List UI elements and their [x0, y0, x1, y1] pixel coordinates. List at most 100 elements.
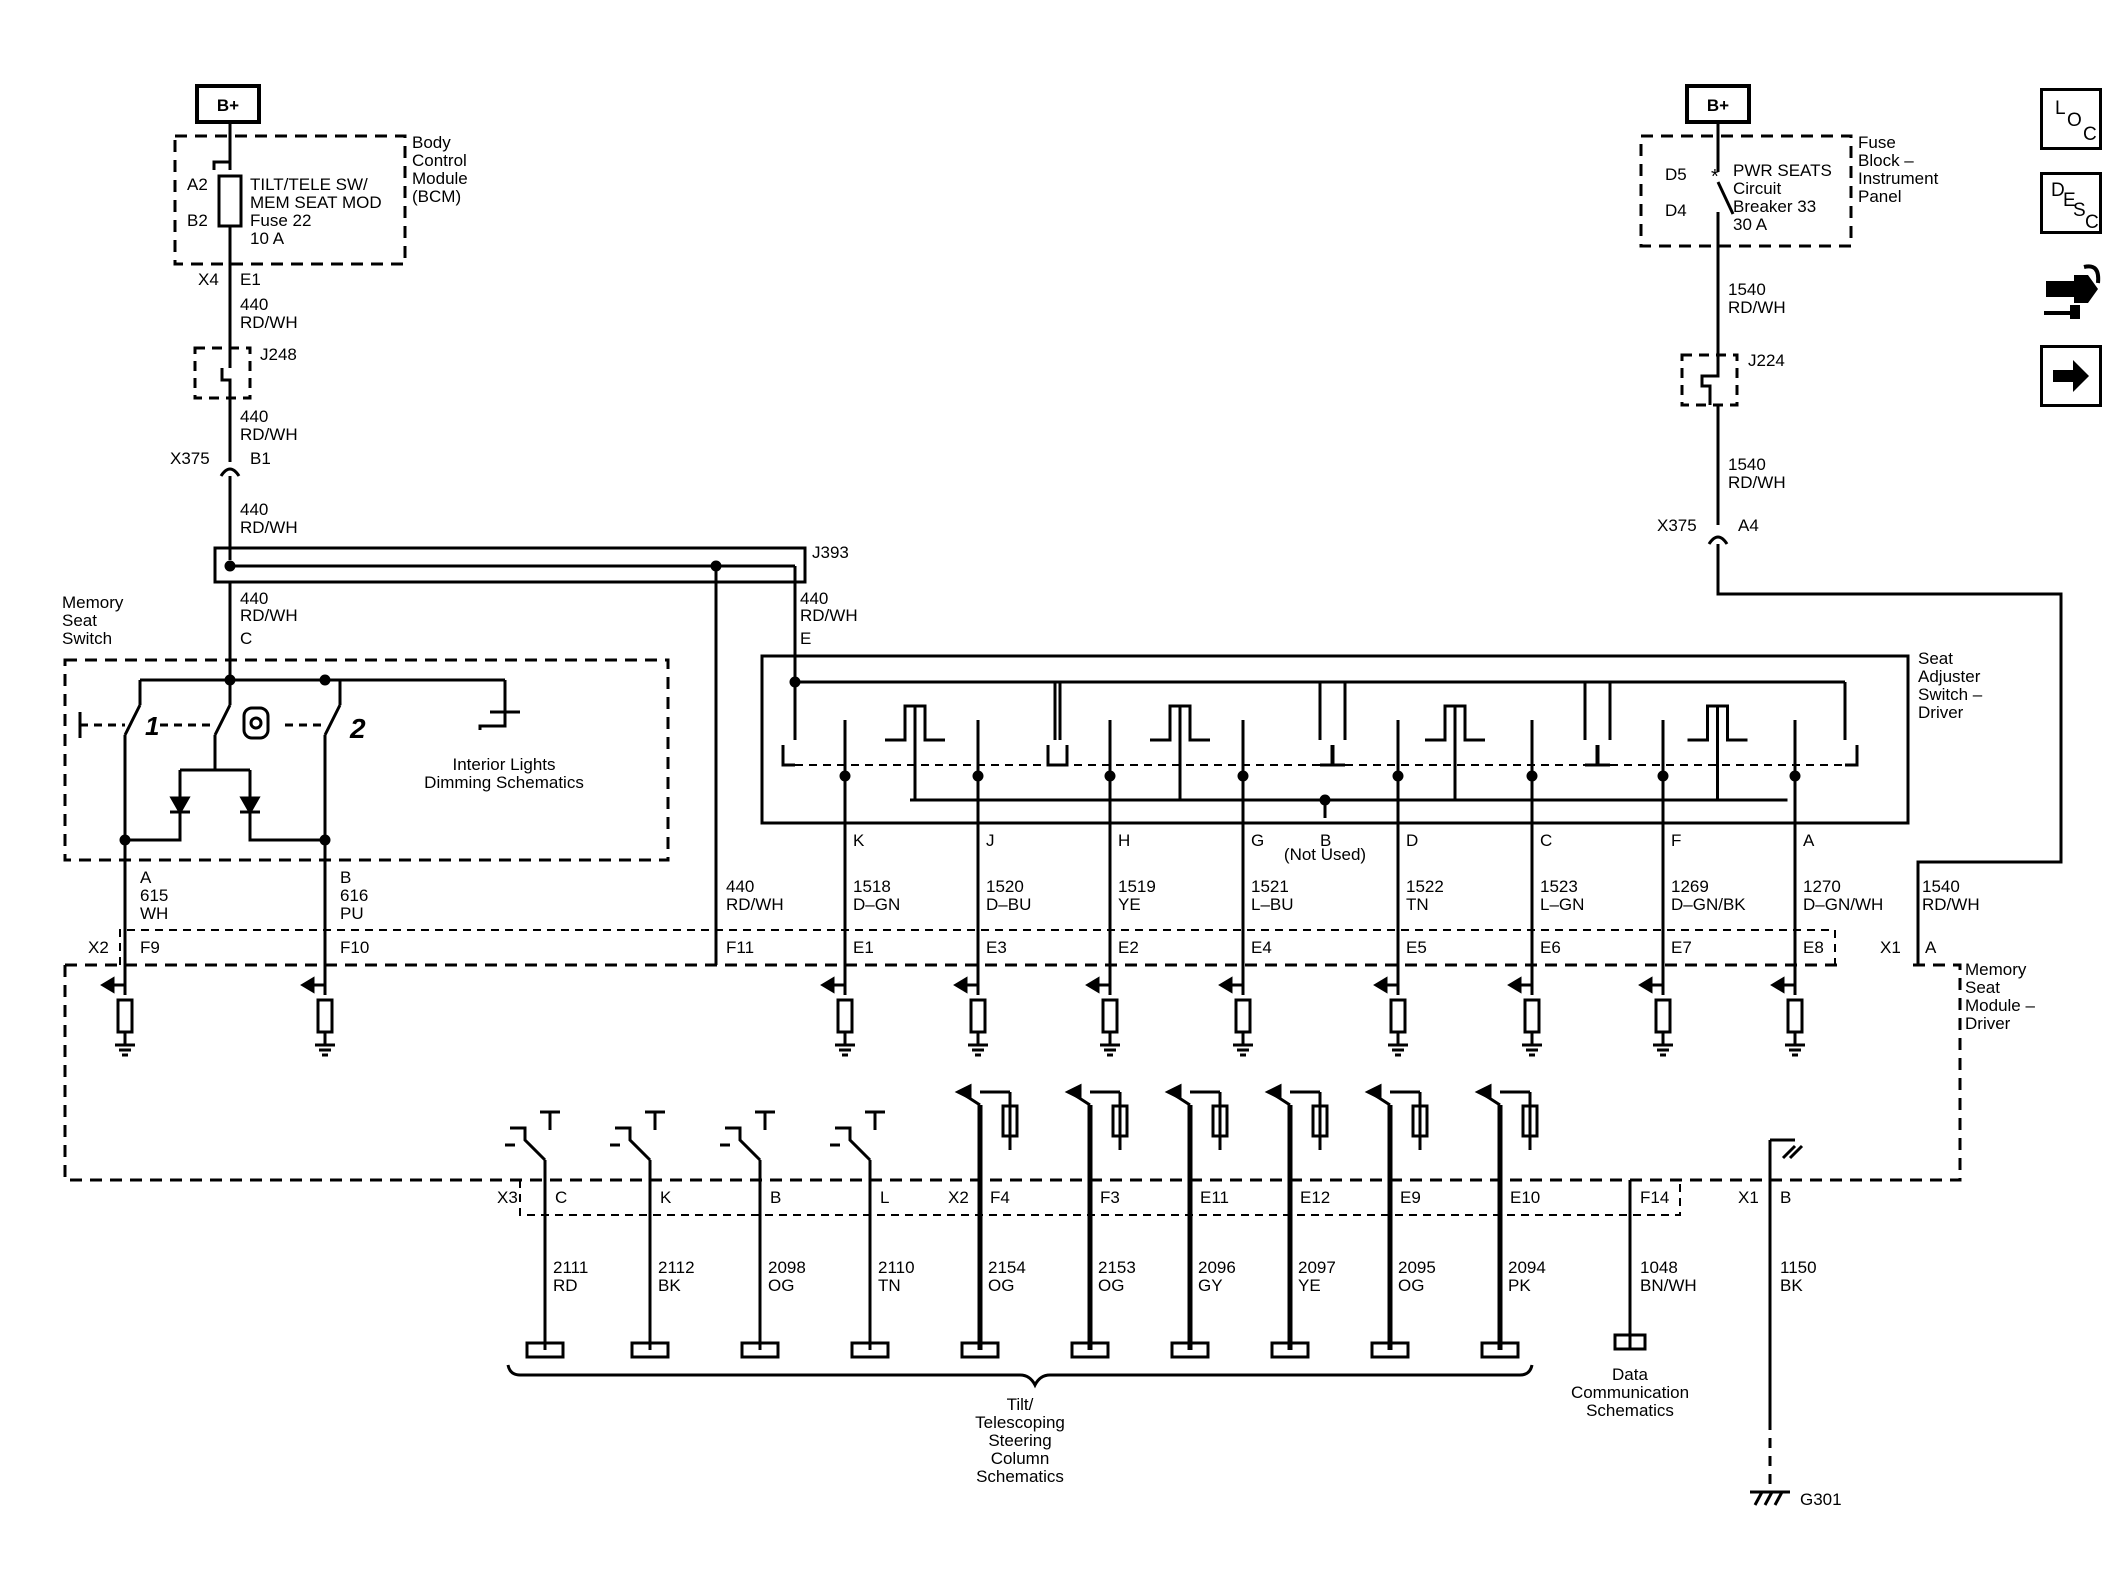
bottom-pin-label: F4 — [990, 1188, 1010, 1207]
data-comm-terminal — [1613, 1333, 1647, 1351]
bottom-color-label: GY — [1198, 1276, 1223, 1295]
tilt-ref-2: Telescoping — [975, 1413, 1065, 1432]
adjuster-pin-node — [972, 770, 984, 782]
adjuster-switch-bracket — [1046, 745, 1060, 767]
next-page-button[interactable] — [2040, 345, 2102, 407]
fuse-block-title-2: Block – — [1858, 151, 1914, 170]
adjuster-pin-label: B — [1320, 831, 1331, 850]
inline-connector-left — [219, 467, 241, 477]
interior-lights-ref-1: Interior Lights — [453, 755, 556, 774]
tilt-terminal — [850, 1341, 890, 1359]
right-feed-wire: 1540 RD/WH J224 1540 RD/WH X375 A4 1540 … — [1657, 280, 2063, 965]
bottom-circuit-label: 2153 — [1098, 1258, 1136, 1277]
adjuster-pin-node — [1237, 770, 1249, 782]
breaker-label-1: PWR SEATS — [1733, 161, 1832, 180]
bottom-pin-label: E12 — [1300, 1188, 1330, 1207]
module-input-arrowhead — [1085, 976, 1100, 994]
adjuster-circuit-label: 1518 — [853, 877, 891, 896]
bottom-color-label: TN — [878, 1276, 901, 1295]
bcm-title-4: (BCM) — [412, 187, 461, 206]
tilt-terminal — [1480, 1341, 1520, 1359]
memory-seat-module: Memory Seat Module – Driver C2111RDK2112… — [63, 929, 2035, 1509]
module-pin-f14: F14 — [1640, 1188, 1669, 1207]
adjuster-pin-node — [1789, 770, 1801, 782]
inline-pin-b1: B1 — [250, 449, 271, 468]
module-pin-a: A — [1925, 938, 1937, 957]
diode-1 — [169, 796, 191, 816]
bottom-circuit-label: 2098 — [768, 1258, 806, 1277]
adjuster-color-label: TN — [1406, 895, 1429, 914]
bottom-pin-label: E10 — [1510, 1188, 1540, 1207]
adjuster-pin-label: F — [1671, 831, 1681, 850]
connector-view-button[interactable] — [2040, 255, 2102, 325]
bcm-pin-e1: E1 — [240, 270, 261, 289]
module-title-4: Driver — [1965, 1014, 2011, 1033]
wire-440-e-color: RD/WH — [800, 606, 858, 625]
module-pin-f9: F9 — [140, 938, 160, 957]
tilt-terminal — [1070, 1341, 1110, 1359]
module-input-arrowhead — [953, 976, 968, 994]
module-conn-x2-top: X2 — [88, 938, 109, 957]
pull-resistor — [116, 998, 134, 1034]
inline-x375-left: X375 — [170, 449, 210, 468]
adjuster-color-label: D–GN/WH — [1803, 895, 1883, 914]
connector-icon — [2044, 264, 2101, 319]
arrow-right-icon — [2053, 360, 2089, 392]
wire-440-a-num: 440 — [240, 295, 268, 314]
adjuster-circuit-label: 1269 — [1671, 877, 1709, 896]
adjuster-circuit-label: 1523 — [1540, 877, 1578, 896]
adjuster-pin-label: J — [986, 831, 995, 850]
wire-440-c-num: 440 — [240, 500, 268, 519]
bottom-color-label: OG — [768, 1276, 794, 1295]
switch-contact — [510, 1126, 547, 1162]
pull-resistor — [1234, 998, 1252, 1034]
module-input-arrowhead — [1638, 976, 1653, 994]
module-input-arrowhead — [1218, 976, 1233, 994]
wire-440-d-num: 440 — [240, 589, 268, 608]
module-conn-x3: X3 — [497, 1188, 518, 1207]
adjuster-switch-bracket — [1055, 745, 1069, 767]
module-conn-x1-top: X1 — [1880, 938, 1901, 957]
memory-seat-switch: Memory Seat Switch C 1 2 — [62, 593, 670, 965]
data-wire-color: BN/WH — [1640, 1276, 1697, 1295]
right-supply: B+ — [1685, 84, 1751, 172]
seat-adjuster-not-used: (Not Used) — [1284, 845, 1366, 864]
wire-1540-c-num: 1540 — [1922, 877, 1960, 896]
loc-button[interactable]: L O C — [2040, 88, 2102, 150]
desc-button[interactable]: D E S C — [2040, 172, 2102, 234]
splice-j248-label: J248 — [260, 345, 297, 364]
loc-letter-l: L — [2055, 98, 2066, 119]
bottom-color-label: OG — [1398, 1276, 1424, 1295]
adjuster-pin-label: H — [1118, 831, 1130, 850]
memory-button-1-label: 1 — [145, 711, 159, 741]
memory-set-button-icon — [242, 706, 270, 740]
adjuster-switch-bracket — [781, 745, 795, 767]
adjuster-module-pin-label: E2 — [1118, 938, 1139, 957]
loc-letter-o: O — [2067, 110, 2082, 131]
bottom-pin-label: E11 — [1200, 1188, 1229, 1207]
memory-switch-2 — [323, 704, 342, 736]
circuit-breaker-star: * — [1711, 166, 1719, 188]
bottom-color-label: OG — [1098, 1276, 1124, 1295]
wire-440-b-num: 440 — [240, 407, 268, 426]
adjuster-circuit-label: 1270 — [1803, 877, 1841, 896]
breaker-label-2: Circuit — [1733, 179, 1781, 198]
adjuster-pin-node — [1657, 770, 1669, 782]
module-conn-x2-bottom: X2 — [948, 1188, 969, 1207]
wire-1540-a-color: RD/WH — [1728, 298, 1786, 317]
bottom-color-label: BK — [658, 1276, 681, 1295]
bottom-pin-label: C — [555, 1188, 567, 1207]
switch-output-a-color: WH — [140, 904, 168, 923]
bottom-color-label: PK — [1508, 1276, 1531, 1295]
wire-1540-a-num: 1540 — [1728, 280, 1766, 299]
output-arrowhead — [1364, 1083, 1382, 1101]
fuse-label-4: 10 A — [250, 229, 285, 248]
bottom-pin-label: L — [880, 1188, 889, 1207]
adjuster-pin-label: G — [1251, 831, 1264, 850]
adjuster-common-node — [1319, 794, 1331, 806]
memory-switch-1 — [123, 704, 142, 736]
module-input-arrowhead — [1770, 976, 1785, 994]
supply-label-right: B+ — [1707, 96, 1729, 115]
adjuster-circuit-label: 1522 — [1406, 877, 1444, 896]
